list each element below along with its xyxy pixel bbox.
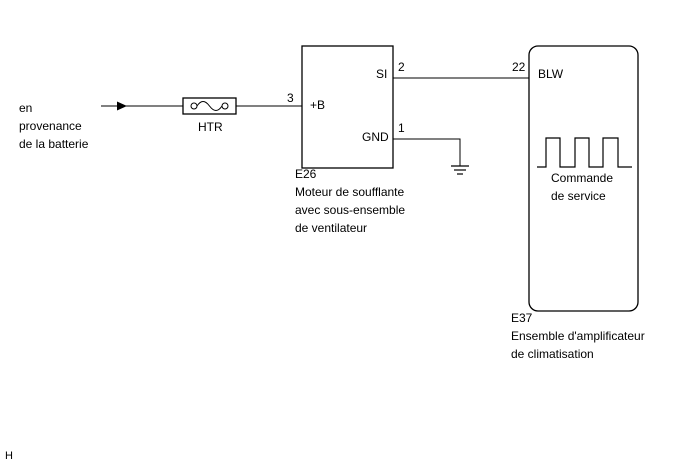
amplifier-caption: E37 Ensemble d'amplificateur de climatis…: [511, 311, 645, 361]
amplifier-code: E37: [511, 311, 533, 325]
pin-number-1: 1: [398, 121, 405, 135]
pin-number-3: 3: [287, 91, 294, 105]
amplifier-box: [528, 45, 639, 312]
corner-mark: H: [5, 450, 13, 462]
square-wave-icon: [537, 137, 632, 168]
pin-label-blw: BLW: [538, 67, 564, 81]
pin-label-gnd: GND: [362, 130, 389, 144]
ground-icon: [451, 165, 469, 175]
pin-number-2: 2: [398, 60, 405, 74]
fuse-label: HTR: [198, 120, 223, 134]
blower-motor-caption: E26 Moteur de soufflante avec sous-ensem…: [295, 167, 406, 235]
pin-label-si: SI: [376, 67, 388, 81]
service-command-label: Commande de service: [551, 171, 614, 203]
fuse-icon: [182, 97, 237, 115]
pin-number-22: 22: [512, 60, 526, 74]
ground-wire: [393, 138, 461, 166]
feed-arrow-icon: [117, 101, 127, 111]
blower-motor-box: [301, 45, 394, 169]
battery-source-label: en provenance de la batterie: [19, 101, 89, 151]
pin-label-plus-b: +B: [310, 98, 326, 112]
blower-motor-code: E26: [295, 167, 317, 181]
